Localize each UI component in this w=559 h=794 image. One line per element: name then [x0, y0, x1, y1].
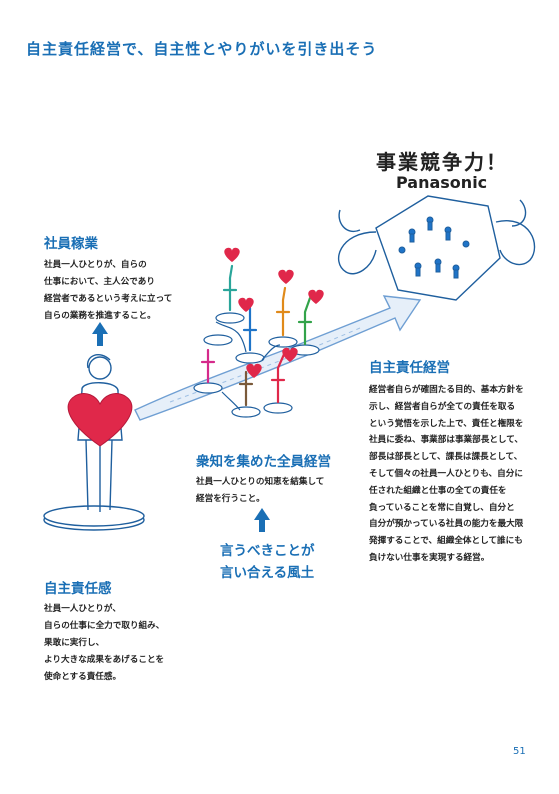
jishu-sekinin-keiei-text: 経営者自らが確固たる目的、基本方針を 示し、経営者自らが全ての責任を取る という… — [369, 385, 524, 563]
shuchi-heading: 衆知を集めた全員経営 — [196, 454, 331, 470]
up-arrow-left — [92, 322, 108, 346]
jishu-sekinin-kan-text: 社員一人ひとりが、 自らの仕事に全力で取り組み、 果敢に実行し、 より大きな成果… — [44, 604, 165, 682]
colored-figures — [200, 264, 313, 407]
jishu-sekinin-kan-heading: 自主責任感 — [44, 581, 112, 597]
small-hearts — [224, 247, 324, 378]
business-competitiveness-title: 事業競争力！ — [376, 150, 508, 174]
muscle-hexagon — [337, 195, 536, 301]
shain-kagyo-text: 社員一人ひとりが、自らの 仕事において、主人公であり 経営者であるという考えに立… — [44, 260, 173, 321]
up-arrow-center — [254, 508, 270, 532]
person-with-heart-figure — [43, 354, 145, 531]
heart-big — [67, 393, 133, 447]
brand-name: Panasonic — [396, 173, 488, 192]
fudo-text: 言うべきことが 言い合える風土 — [220, 543, 315, 581]
jishu-sekinin-keiei-heading: 自主責任経営 — [369, 360, 450, 376]
page-number: 51 — [513, 746, 526, 757]
shuchi-text: 社員一人ひとりの知恵を結集して 経営を行うこと。 — [196, 477, 325, 504]
page-title: 自主責任経営で、自主性とやりがいを引き出そう — [26, 40, 378, 58]
pawns — [398, 216, 470, 279]
shain-kagyo-heading: 社員稼業 — [44, 236, 98, 252]
team-figures — [193, 312, 320, 418]
